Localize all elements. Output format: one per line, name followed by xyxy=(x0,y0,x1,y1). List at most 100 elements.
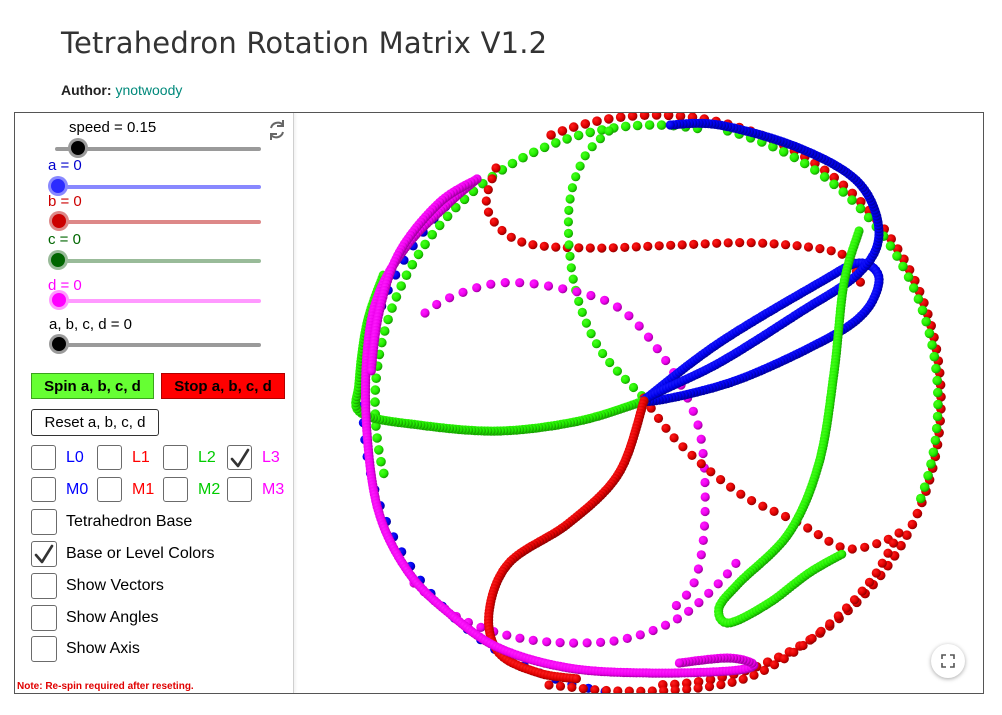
curve-point xyxy=(855,203,866,214)
curve-point xyxy=(643,332,654,342)
checkbox-l2-label: L2 xyxy=(198,449,216,466)
checkbox-l1[interactable] xyxy=(97,445,122,470)
checkbox-show-vectors[interactable] xyxy=(31,573,57,599)
curve-point xyxy=(917,305,928,316)
curve-point xyxy=(582,638,592,648)
checkbox-l3[interactable] xyxy=(227,445,252,470)
checkbox-show-angles[interactable] xyxy=(31,605,57,631)
curve-point xyxy=(857,586,867,596)
curve-point xyxy=(921,316,931,327)
curve-point xyxy=(829,172,839,183)
fullscreen-button[interactable] xyxy=(931,644,965,678)
curve-point xyxy=(736,489,746,499)
slider-b-label: b = 0 xyxy=(48,193,82,210)
curve-point xyxy=(798,640,808,651)
curve-point xyxy=(700,477,710,488)
curve-point xyxy=(661,423,671,433)
stop-button[interactable]: Stop a, b, c, d xyxy=(161,373,285,399)
slider-a-track[interactable] xyxy=(55,185,261,189)
curve-point xyxy=(578,684,588,693)
curve-point xyxy=(696,459,706,469)
curve-point xyxy=(580,119,591,129)
curve-point xyxy=(833,611,843,621)
curve-point xyxy=(677,240,687,250)
curve-point xyxy=(647,686,657,693)
author-link[interactable]: ynotwoody xyxy=(115,82,183,98)
checkbox-m1[interactable] xyxy=(97,477,122,502)
slider-a-knob[interactable] xyxy=(51,179,65,193)
curve-point xyxy=(458,287,468,297)
curve-point xyxy=(612,366,622,376)
curve-point xyxy=(913,294,924,304)
curve-point xyxy=(731,558,741,568)
curve-point xyxy=(497,225,507,236)
curve-point xyxy=(571,674,581,684)
refresh-icon[interactable] xyxy=(266,119,288,141)
slider-d-track[interactable] xyxy=(55,299,261,303)
curve-point xyxy=(620,242,630,252)
slider-c-track[interactable] xyxy=(55,259,261,263)
curve-point xyxy=(591,339,602,349)
curve-point xyxy=(674,658,684,668)
curve-point xyxy=(666,240,676,250)
curve-point xyxy=(907,519,918,530)
curve-point xyxy=(565,194,575,204)
slider-abcd-track[interactable] xyxy=(55,343,261,347)
checkbox-m3[interactable] xyxy=(227,477,252,502)
curve-point xyxy=(923,470,933,481)
curve-point xyxy=(377,337,387,348)
curve-point xyxy=(528,147,539,158)
curve-point xyxy=(803,523,813,533)
curve-point xyxy=(566,263,576,273)
curve-point xyxy=(892,251,902,261)
curve-point xyxy=(370,397,380,407)
curve-point xyxy=(489,217,499,227)
checkbox-show-axis[interactable] xyxy=(31,636,57,662)
dense-magenta-top xyxy=(366,174,482,376)
curve-point xyxy=(563,228,574,238)
curve-point xyxy=(529,279,539,289)
slider-b-knob[interactable] xyxy=(52,214,66,228)
slider-b-track[interactable] xyxy=(55,220,261,224)
graphics-view[interactable] xyxy=(299,113,983,693)
checkbox-m0[interactable] xyxy=(31,477,56,502)
curve-point xyxy=(660,620,671,630)
checkbox-m2[interactable] xyxy=(163,477,188,502)
slider-speed-track[interactable] xyxy=(55,147,261,151)
curve-point xyxy=(517,237,527,247)
slider-d-knob[interactable] xyxy=(52,293,66,307)
curve-point xyxy=(366,366,376,376)
curve-point xyxy=(704,588,714,598)
curve-point xyxy=(600,295,610,305)
slider-c-knob[interactable] xyxy=(51,253,65,267)
checkbox-base-or-level-colors[interactable] xyxy=(31,541,57,567)
curve-point xyxy=(372,433,382,443)
curve-point xyxy=(539,142,550,153)
curve-point xyxy=(567,183,577,193)
slider-abcd-knob[interactable] xyxy=(52,337,66,351)
curve-point xyxy=(758,501,768,511)
curve-point xyxy=(609,636,619,646)
checkbox-tetrahedron-base[interactable] xyxy=(31,509,57,535)
curve-point xyxy=(928,447,939,458)
curve-point xyxy=(597,243,607,253)
slider-speed-knob[interactable] xyxy=(71,141,85,155)
curve-point xyxy=(803,242,814,252)
curve-point xyxy=(693,564,703,574)
inner-arc-red-bottom xyxy=(544,528,904,693)
spin-button[interactable]: Spin a, b, c, d xyxy=(31,373,154,399)
curve-point xyxy=(871,568,881,578)
curve-point xyxy=(622,633,632,644)
reset-button[interactable]: Reset a, b, c, d xyxy=(31,409,159,436)
checkbox-l2[interactable] xyxy=(163,445,188,470)
curve-point xyxy=(933,399,943,410)
curve-point xyxy=(551,242,561,252)
checkbox-l0[interactable] xyxy=(31,445,56,470)
curve-point xyxy=(376,456,386,467)
curve-point xyxy=(515,278,525,288)
curve-point xyxy=(696,550,706,560)
checkbox-show-vectors-label: Show Vectors xyxy=(66,577,164,594)
curve-point xyxy=(659,686,669,693)
checkbox-m2-label: M2 xyxy=(198,481,221,498)
